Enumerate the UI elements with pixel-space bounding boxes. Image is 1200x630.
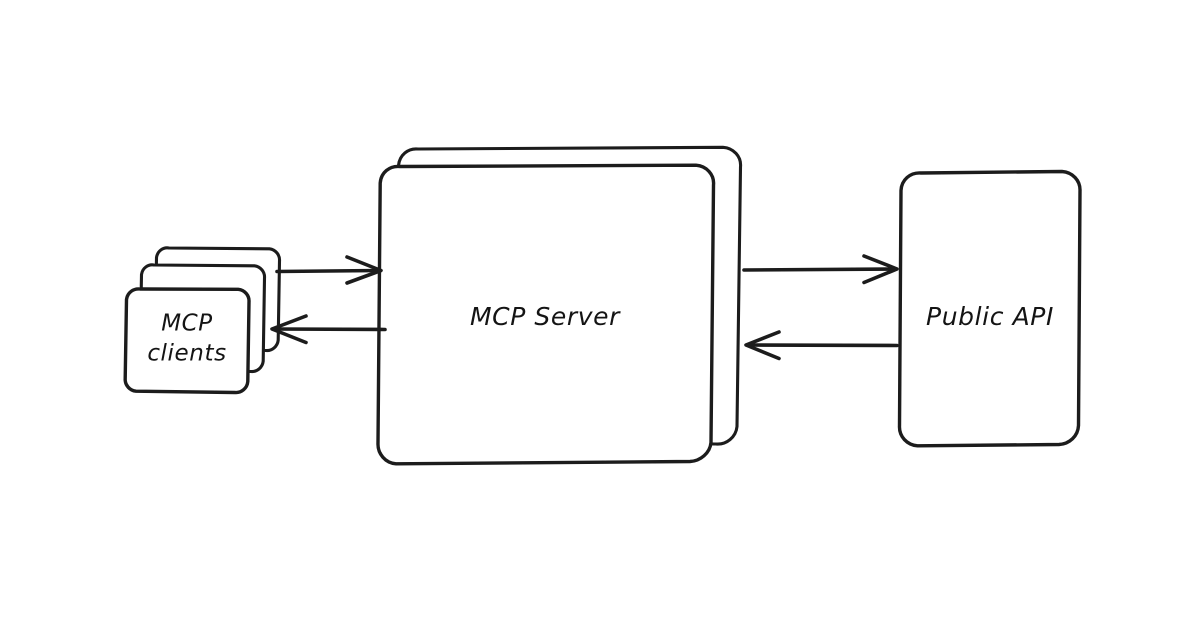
node-public-api[interactable]: Public API [897, 169, 1082, 448]
mcp-clients-card-front [123, 287, 251, 395]
edge-server-to-api-arrowhead [862, 254, 899, 285]
mcp-clients-label-line2: clients [147, 341, 226, 367]
mcp-server-card-front [376, 163, 716, 466]
edge-server-to-clients-line [272, 327, 387, 332]
node-mcp-server[interactable]: MCP Server [376, 145, 743, 466]
edge-server-to-clients[interactable] [270, 314, 387, 345]
public-api-label: Public API [926, 302, 1054, 331]
edge-clients-to-server-line [275, 268, 381, 274]
edge-server-to-clients-arrowhead [270, 314, 308, 345]
edge-api-to-server-arrowhead [744, 330, 781, 361]
edge-clients-to-server-arrowhead [345, 255, 383, 285]
edge-server-to-api-line [742, 267, 897, 272]
edge-server-to-api[interactable] [742, 254, 899, 285]
edge-api-to-server-line [746, 343, 899, 348]
mcp-server-label: MCP Server [470, 302, 621, 331]
edge-clients-to-server[interactable] [275, 255, 383, 285]
mcp-clients-label-line1: MCP [161, 311, 213, 337]
public-api-card [897, 169, 1082, 448]
node-mcp-clients[interactable]: MCP clients [123, 246, 282, 395]
edge-api-to-server[interactable] [744, 330, 899, 361]
